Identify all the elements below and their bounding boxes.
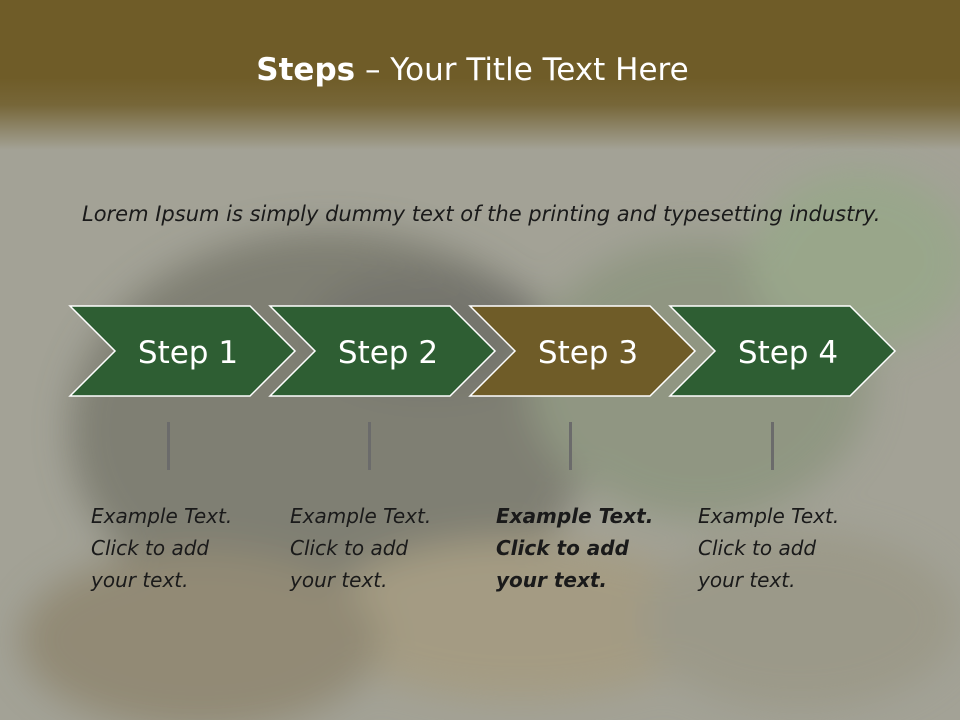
example-3-line-2: Click to add xyxy=(496,536,629,560)
example-2-line-2: Click to add xyxy=(290,536,409,560)
example-1-line-2: Click to add xyxy=(91,536,210,560)
step-3-label: Step 3 xyxy=(538,335,638,371)
step-3-arrow[interactable]: Step 3 xyxy=(468,305,697,397)
example-3-line-1: Example Text. xyxy=(496,504,654,528)
example-1-line-3: your text. xyxy=(91,568,189,592)
connector-line-1 xyxy=(167,422,170,470)
lead-paragraph[interactable]: Lorem Ipsum is simply dummy text of the … xyxy=(82,202,881,226)
example-1-line-1: Example Text. xyxy=(91,504,233,528)
step-1-label: Step 1 xyxy=(138,335,238,371)
example-text-3[interactable]: Example Text. Click to add your text. xyxy=(496,500,666,596)
step-1-shape xyxy=(68,305,297,397)
step-2-arrow[interactable]: Step 2 xyxy=(268,305,497,397)
example-2-line-3: your text. xyxy=(290,568,388,592)
step-2-shape xyxy=(268,305,497,397)
connector-line-4 xyxy=(771,422,774,470)
step-3-shape xyxy=(468,305,697,397)
example-4-line-3: your text. xyxy=(698,568,796,592)
step-4-label: Step 4 xyxy=(738,335,838,371)
title-bar xyxy=(0,0,960,150)
example-4-line-1: Example Text. xyxy=(698,504,840,528)
example-4-line-2: Click to add xyxy=(698,536,817,560)
title-rest: – Your Title Text Here xyxy=(355,52,689,88)
page-title[interactable]: Steps – Your Title Text Here xyxy=(0,52,945,88)
example-text-4[interactable]: Example Text. Click to add your text. xyxy=(698,500,868,596)
step-4-arrow[interactable]: Step 4 xyxy=(668,305,897,397)
step-1-arrow[interactable]: Step 1 xyxy=(68,305,297,397)
connector-line-3 xyxy=(569,422,572,470)
steps-process: Step 1 Step 2 Step 3 Step 4 xyxy=(68,305,897,397)
connector-line-2 xyxy=(368,422,371,470)
step-4-shape xyxy=(668,305,897,397)
example-2-line-1: Example Text. xyxy=(290,504,432,528)
step-2-label: Step 2 xyxy=(338,335,438,371)
example-text-1[interactable]: Example Text. Click to add your text. xyxy=(91,500,261,596)
example-3-line-3: your text. xyxy=(496,568,608,592)
example-text-2[interactable]: Example Text. Click to add your text. xyxy=(290,500,460,596)
title-bold: Steps xyxy=(256,52,356,88)
